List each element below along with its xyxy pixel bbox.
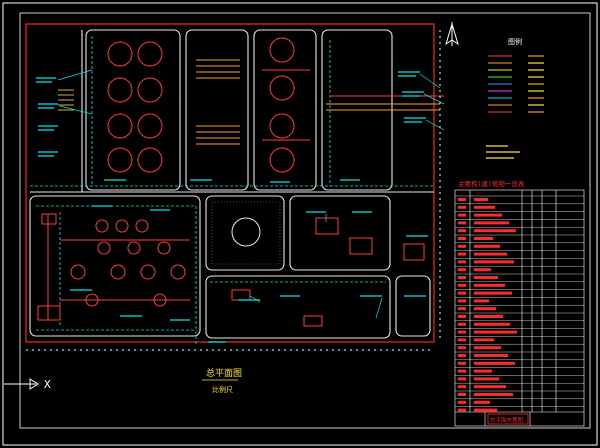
- table-row-entry: [474, 393, 513, 396]
- dimension-marks: [26, 30, 441, 351]
- table-row-entry: [474, 408, 497, 412]
- table-row-entry: [474, 330, 517, 334]
- central-grid: [211, 201, 281, 265]
- table-row-number: [458, 221, 466, 225]
- table-row-number: [458, 393, 466, 396]
- table-row-number: [458, 213, 466, 217]
- table-row-number: [458, 276, 466, 279]
- table-row-number: [458, 307, 466, 311]
- table-row-entry: [474, 400, 490, 404]
- table-row-entry: [474, 346, 501, 350]
- table-row-number: [458, 322, 466, 326]
- table-row-number: [458, 244, 466, 248]
- table-row-entry: [474, 229, 516, 233]
- table-row-entry: [474, 221, 509, 225]
- leader-lines: [57, 69, 445, 319]
- table-row-entry: [474, 291, 512, 295]
- table-row-entry: [474, 260, 514, 264]
- table-row-number: [458, 268, 466, 272]
- tanks-upper-left: [107, 41, 163, 173]
- table-row-number: [458, 354, 466, 357]
- table-row-entry: [474, 385, 506, 389]
- table-row-entry: [474, 268, 491, 272]
- table-row-number: [458, 252, 466, 256]
- table-row-number: [458, 291, 466, 295]
- table-row-entry: [474, 205, 495, 209]
- table-row-number: [458, 408, 466, 412]
- table-row-entry: [474, 244, 500, 248]
- table-header: 主要构(建)筑物一览表: [458, 179, 525, 188]
- table-row-entry: [474, 198, 488, 201]
- table-row-number: [458, 346, 466, 350]
- table-row-number: [458, 198, 466, 201]
- table-row-number: [458, 369, 466, 373]
- table-row-entry: [474, 213, 502, 217]
- table-row-number: [458, 237, 466, 240]
- table-row-number: [458, 315, 466, 318]
- drawing-title: 总平面图: [206, 367, 242, 379]
- table-row-entry: [474, 322, 510, 326]
- table-row-number: [458, 229, 466, 233]
- table-row-number: [458, 205, 466, 209]
- roads-layer: [29, 29, 434, 339]
- pipes-yellow: [58, 89, 74, 111]
- table-row-number: [458, 283, 466, 287]
- pipes-cyan-network: [30, 36, 434, 344]
- legend-heading: 图例: [508, 37, 522, 46]
- pipes-red: [47, 69, 444, 320]
- table-row-entry: [474, 252, 507, 256]
- table-row-number: [458, 330, 466, 334]
- table-row-number: [458, 377, 466, 381]
- annotation-blocks: [36, 71, 428, 343]
- axis-label-x: X: [44, 378, 51, 391]
- site-boundary: [25, 23, 435, 343]
- table-row-number: [458, 260, 466, 264]
- table-row-number: [458, 299, 466, 303]
- table-row-number: [458, 361, 466, 365]
- table-row-entry: [474, 307, 496, 311]
- structures: [37, 213, 425, 327]
- tanks-middle: [269, 37, 295, 173]
- table-row-entry: [474, 276, 498, 279]
- legend: [486, 55, 544, 159]
- scale-label: 比例尺: [212, 385, 233, 394]
- table-row-entry: [474, 315, 503, 318]
- table-row-entry: [474, 283, 505, 287]
- table-row-number: [458, 400, 466, 404]
- ucs-axis-icon: [4, 378, 39, 390]
- table-row-entry: [474, 338, 494, 342]
- table-row-entry: [474, 377, 499, 381]
- table-row-entry: [474, 354, 508, 357]
- central-circle-structure: [231, 217, 261, 247]
- drawing-frame-inner: [19, 12, 591, 429]
- tanks-lower-left: [70, 219, 186, 307]
- table-row-entry: [474, 299, 489, 303]
- structure-table-rows: [455, 195, 584, 412]
- pipes-orange: [196, 59, 440, 145]
- table-row-number: [458, 338, 466, 342]
- table-row-entry: [474, 361, 515, 365]
- north-arrow-icon: [445, 22, 459, 46]
- table-row-entry: [474, 369, 492, 373]
- title-block-text: 总平面布置图: [490, 416, 524, 424]
- table-row-number: [458, 385, 466, 389]
- title-block-box: [487, 413, 529, 425]
- table-row-entry: [474, 237, 493, 240]
